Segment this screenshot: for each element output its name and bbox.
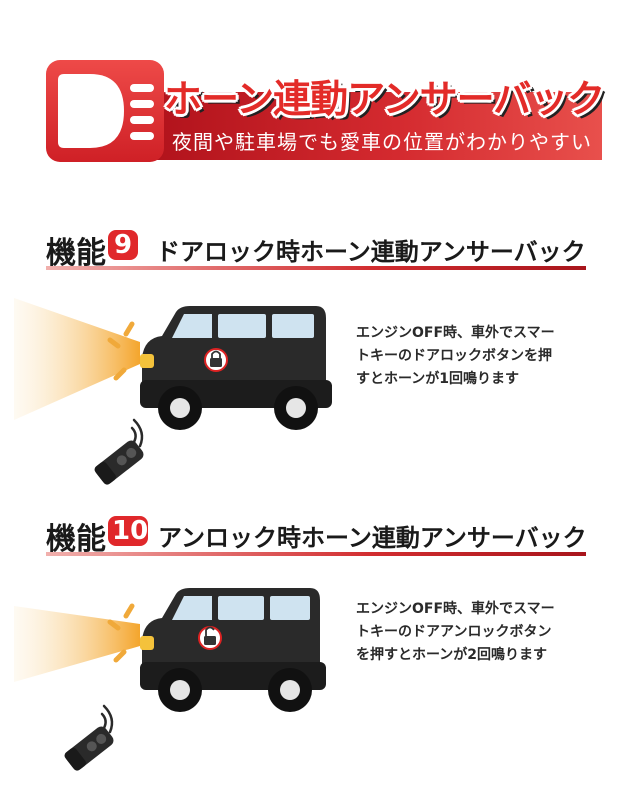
headlight-icon (58, 74, 154, 148)
description-line: を押すとホーンが2回鳴ります (356, 647, 548, 663)
description-line: すとホーンが1回鳴ります (356, 371, 520, 387)
description-line: エンジンOFF時、車外でスマー (356, 325, 555, 341)
description-line: トキーのドアロックボタンを押 (356, 348, 552, 364)
feature-number-badge: 10 (108, 516, 148, 546)
smart-key-icon (64, 726, 114, 771)
heading-underline (46, 552, 586, 556)
description-line: トキーのドアアンロックボタン (356, 624, 552, 640)
banner-subtitle: 夜間や駐車場でも愛車の位置がわかりやすい (172, 130, 592, 154)
banner-title: ホーン連動アンサーバック (164, 77, 605, 121)
unlocked-padlock-icon (198, 626, 222, 650)
car-smart-key-illustration (14, 298, 332, 485)
feature-description: エンジンOFF時、車外でスマー トキーのドアアンロックボタン を押すとホーンが2… (356, 598, 555, 667)
feature-label: 機能 (46, 236, 106, 271)
feature-description: エンジンOFF時、車外でスマー トキーのドアロックボタンを押 すとホーンが1回鳴… (356, 322, 555, 391)
feature-heading: 機能 9 ドアロック時ホーン連動アンサーバック (46, 226, 586, 271)
car-smart-key-illustration (14, 588, 326, 771)
banner-background (146, 92, 602, 160)
feature-heading: 機能 10 アンロック時ホーン連動アンサーバック (46, 512, 587, 557)
header-banner: ホーン連動アンサーバック 夜間や駐車場でも愛車の位置がわかりやすい (46, 60, 605, 162)
headlight-beam (14, 298, 140, 420)
headlight-beam (14, 606, 140, 682)
feature-title: ドアロック時ホーン連動アンサーバック (156, 238, 586, 266)
heading-underline (46, 266, 586, 270)
minivan (140, 588, 326, 712)
banner-badge (46, 60, 164, 162)
smart-key-icon (94, 440, 144, 485)
description-line: エンジンOFF時、車外でスマー (356, 601, 555, 617)
feature-number-badge: 9 (108, 230, 138, 260)
feature-title: アンロック時ホーン連動アンサーバック (158, 524, 587, 552)
signal-waves-icon (100, 704, 114, 734)
minivan (140, 306, 332, 430)
locked-padlock-icon (204, 348, 228, 372)
feature-label: 機能 (46, 522, 106, 557)
signal-waves-icon (130, 418, 144, 448)
